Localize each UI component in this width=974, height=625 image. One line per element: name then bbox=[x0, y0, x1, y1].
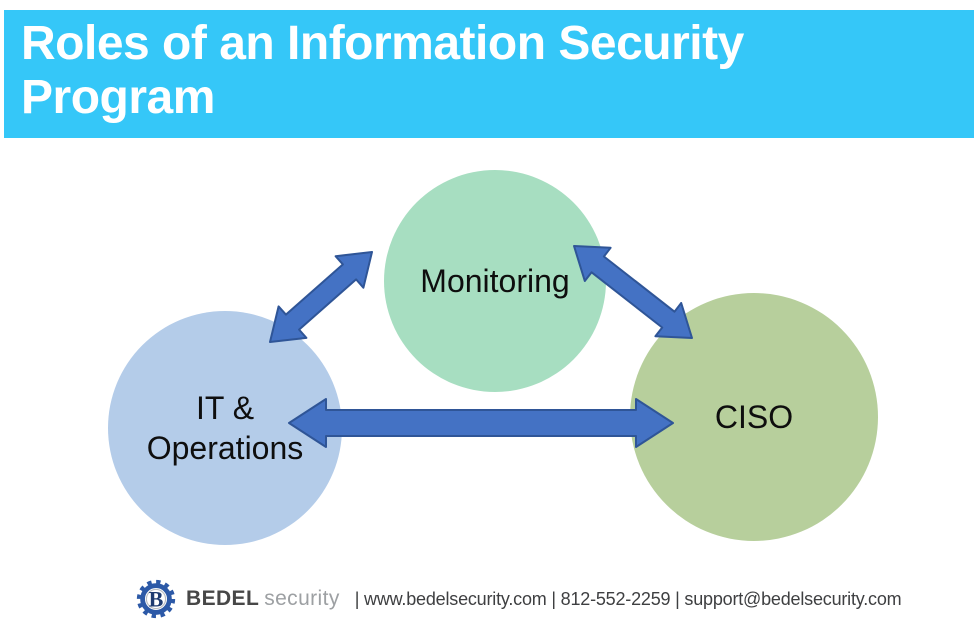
node-monitoring: Monitoring bbox=[384, 170, 606, 392]
page-title-line2: Program bbox=[21, 71, 215, 124]
footer-contact-info: | www.bedelsecurity.com | 812-552-2259 |… bbox=[354, 588, 902, 609]
logo-letter: B bbox=[149, 587, 164, 612]
page-title: Roles of an Information Security Program bbox=[4, 10, 974, 138]
brand-name-bold: BEDEL bbox=[186, 587, 260, 610]
footer: B BEDEL security | www.bedelsecurity.com… bbox=[133, 574, 902, 624]
node-monitoring-label: Monitoring bbox=[420, 262, 570, 299]
arrow-itops-ciso bbox=[288, 398, 674, 448]
bedel-gear-logo-icon: B bbox=[136, 579, 176, 619]
node-it-operations-label: IT & Operations bbox=[146, 389, 304, 466]
node-it-operations: IT & Operations bbox=[108, 311, 342, 545]
brand-name-light: security bbox=[264, 587, 340, 610]
node-ciso: CISO bbox=[630, 293, 878, 541]
node-ciso-label: CISO bbox=[714, 398, 794, 435]
page-title-line1: Roles of an Information Security bbox=[21, 17, 744, 70]
